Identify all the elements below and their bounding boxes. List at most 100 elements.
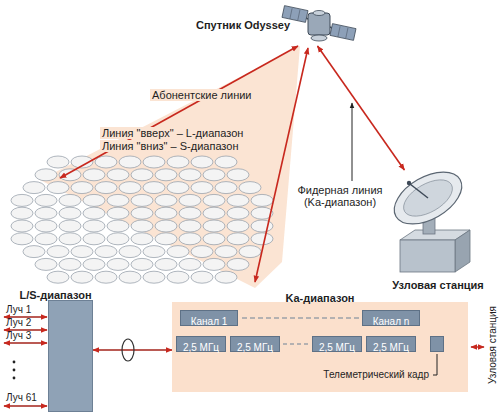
cell-beam	[11, 233, 33, 245]
diagram-label: Луч 1	[6, 304, 31, 315]
cell-beam	[107, 207, 129, 219]
cell-beam	[203, 207, 225, 219]
frequency-box: 2,5 МГц	[176, 336, 226, 352]
cell-beam	[155, 169, 177, 181]
cell-beam	[239, 246, 261, 258]
cell-beam	[131, 169, 153, 181]
node-label: 2,5 МГц	[373, 341, 409, 355]
cell-grid	[11, 156, 273, 283]
cell-beam	[143, 271, 165, 283]
cell-beam	[35, 233, 57, 245]
cell-beam	[107, 233, 129, 245]
user-link-arrow	[255, 48, 308, 282]
cell-beam	[203, 194, 225, 206]
diagram-label: Луч 3	[6, 330, 31, 341]
cell-beam	[179, 169, 201, 181]
dashed-line	[283, 343, 310, 344]
cell-beam	[215, 246, 237, 258]
beam-arrows	[4, 317, 47, 406]
cell-beam	[227, 194, 249, 206]
diagram-label: Фидерная линия (Ka-диапазон)	[290, 184, 390, 208]
cell-beam	[167, 246, 189, 258]
node-label: Канал 1	[191, 315, 228, 329]
station-arrow	[471, 346, 484, 347]
satellite-icon	[282, 6, 356, 41]
cell-beam	[179, 220, 201, 232]
cell-beam	[71, 271, 93, 283]
cell-beam	[35, 207, 57, 219]
frequency-box: 2,5 МГц	[312, 336, 362, 352]
cell-beam	[179, 207, 201, 219]
cell-beam	[71, 246, 93, 258]
leader-line	[352, 103, 353, 181]
cell-beam	[167, 156, 189, 168]
cell-beam	[95, 156, 117, 168]
cell-beam	[131, 233, 153, 245]
cell-beam	[95, 182, 117, 194]
cell-beam	[107, 258, 129, 270]
panel-fill	[172, 302, 468, 392]
cell-beam	[59, 194, 81, 206]
cell-beam	[35, 169, 57, 181]
channel-box: Канал n	[362, 310, 420, 326]
cell-beam	[143, 156, 165, 168]
cell-beam	[11, 207, 33, 219]
cell-beam	[95, 271, 117, 283]
node-label: Телеметрический кадр	[323, 369, 429, 380]
node-label: L/S-диапазон	[19, 288, 91, 302]
cell-beam	[203, 258, 225, 270]
band-fill	[48, 300, 93, 412]
link-arrow	[93, 349, 172, 351]
cell-beam	[35, 220, 57, 232]
cell-beam	[239, 182, 261, 194]
diagram-label: Узловая станция	[487, 306, 498, 384]
cell-beam	[251, 220, 273, 232]
cell-beam	[35, 258, 57, 270]
cell-beam	[59, 169, 81, 181]
cell-beam	[47, 156, 69, 168]
cell-beam	[107, 169, 129, 181]
node-label: Спутник Odyssey	[196, 19, 290, 31]
ellipsis-dots	[13, 361, 16, 380]
cell-beam	[155, 233, 177, 245]
cell-beam	[119, 156, 141, 168]
cell-beam	[47, 271, 69, 283]
cell-beam	[215, 182, 237, 194]
cell-beam	[227, 233, 249, 245]
leader-line	[433, 354, 437, 375]
cell-beam	[215, 156, 237, 168]
cell-beam	[167, 182, 189, 194]
cell-beam	[59, 233, 81, 245]
multiplexer-ring	[122, 339, 134, 361]
node-label: Узловая станция	[392, 279, 484, 291]
node-label: 2,5 МГц	[319, 341, 355, 355]
cell-beam	[11, 220, 33, 232]
cell-beam	[227, 220, 249, 232]
cell-beam	[131, 194, 153, 206]
cell-beam	[47, 246, 69, 258]
cell-beam	[83, 194, 105, 206]
cell-beam	[251, 233, 273, 245]
ground-station: Узловая станция	[382, 170, 494, 292]
cell-beam	[203, 169, 225, 181]
diagram-label: Линия "вверх" – L-диапазон	[100, 127, 245, 139]
cell-beam	[11, 194, 33, 206]
cell-beam	[155, 258, 177, 270]
channel-box: Канал 1	[180, 310, 238, 326]
cell-beam	[227, 207, 249, 219]
cell-beam	[23, 182, 45, 194]
cell-beam	[155, 220, 177, 232]
frequency-box: 2,5 МГц	[366, 336, 416, 352]
cell-beam	[191, 156, 213, 168]
node-label: 2,5 МГц	[183, 341, 219, 355]
cell-beam	[59, 220, 81, 232]
cell-beam	[191, 271, 213, 283]
cell-beam	[131, 220, 153, 232]
cell-beam	[203, 233, 225, 245]
cell-beam	[83, 169, 105, 181]
node-label: Канал n	[373, 315, 410, 329]
cell-beam	[59, 207, 81, 219]
cell-beam	[191, 182, 213, 194]
cell-beam	[83, 220, 105, 232]
